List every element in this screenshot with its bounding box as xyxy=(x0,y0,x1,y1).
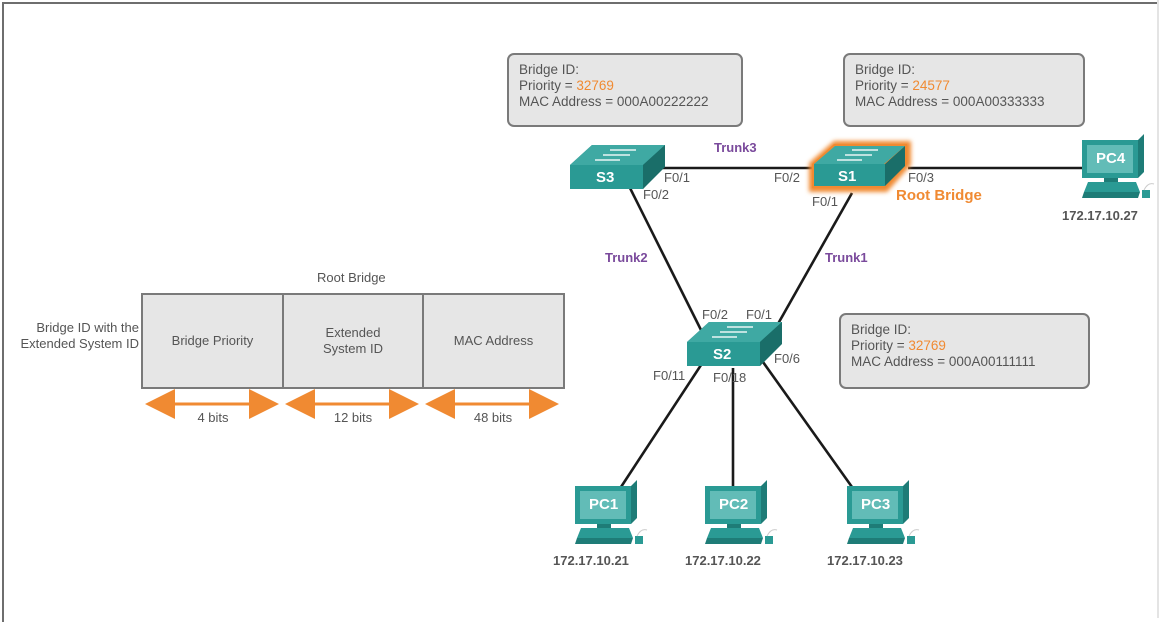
pc-icon[interactable] xyxy=(1082,134,1155,198)
side-label-line1: Bridge ID with the xyxy=(36,320,139,335)
field-bridge-priority: Bridge Priority xyxy=(141,293,284,389)
pc1-label: PC1 xyxy=(589,496,619,513)
field-label-line2: System ID xyxy=(323,341,383,356)
bridge-id-box-s2: Bridge ID: Priority = 32769 MAC Address … xyxy=(839,313,1090,389)
link-s2-pc1 xyxy=(619,361,705,488)
field-extended-system-id: Extended System ID xyxy=(282,293,424,389)
priority-label: Priority = xyxy=(855,78,913,93)
port-label: F0/1 xyxy=(812,194,839,209)
switch-s3-label: S3 xyxy=(596,169,615,186)
port-label: F0/2 xyxy=(774,170,801,185)
bridge-id-heading: Bridge ID: xyxy=(519,62,580,77)
pc1-ip: 172.17.10.21 xyxy=(553,553,629,568)
link-trunk1 xyxy=(768,192,854,339)
port-label: F0/2 xyxy=(643,187,670,202)
field-mac-address: MAC Address xyxy=(422,293,565,389)
trunk2-label: Trunk2 xyxy=(605,250,648,265)
bridge-id-heading: Bridge ID: xyxy=(855,62,916,77)
pc3-label: PC3 xyxy=(861,496,891,513)
priority-value: 32769 xyxy=(576,78,614,93)
mac-line: MAC Address = 000A00222222 xyxy=(519,94,709,109)
mac-line: MAC Address = 000A00333333 xyxy=(855,94,1045,109)
switch-s2-label: S2 xyxy=(713,346,732,363)
switch-icon[interactable] xyxy=(570,145,665,189)
trunk3-label: Trunk3 xyxy=(714,140,757,155)
pc4-label: PC4 xyxy=(1096,150,1126,167)
priority-value: 32769 xyxy=(908,338,946,353)
port-label: F0/3 xyxy=(908,170,935,185)
priority-label: Priority = xyxy=(519,78,577,93)
pc-icon[interactable] xyxy=(847,480,920,544)
field-label: Bridge Priority xyxy=(171,333,254,348)
pc2-ip: 172.17.10.22 xyxy=(685,553,761,568)
pc3-ip: 172.17.10.23 xyxy=(827,553,903,568)
link-trunk2 xyxy=(628,187,707,339)
pc-icon[interactable] xyxy=(575,480,648,544)
pc2-label: PC2 xyxy=(719,496,749,513)
side-label-line2: Extended System ID xyxy=(20,336,140,351)
priority-value: 24577 xyxy=(912,78,950,93)
port-label: F0/11 xyxy=(653,368,686,383)
port-label: F0/1 xyxy=(746,307,773,322)
priority-line: Priority = 32769 xyxy=(851,338,1078,354)
bits-label-mac: 48 bits xyxy=(473,410,513,425)
root-bridge-label: Root Bridge xyxy=(896,187,982,204)
switch-s1-label: S1 xyxy=(838,168,857,185)
frame-edge xyxy=(1157,0,1159,618)
field-label: MAC Address xyxy=(453,333,534,348)
bits-label-extended: 12 bits xyxy=(333,410,373,425)
root-switch-icon[interactable] xyxy=(809,141,911,192)
port-label: F0/18 xyxy=(713,370,747,385)
switch-icon[interactable] xyxy=(687,322,782,366)
bridge-id-format-title: Root Bridge xyxy=(317,270,386,285)
pc4-ip: 172.17.10.27 xyxy=(1062,208,1138,223)
bits-label-priority: 4 bits xyxy=(197,410,229,425)
field-label-line1: Extended xyxy=(325,325,381,340)
port-label: F0/2 xyxy=(702,307,729,322)
pc-icon[interactable] xyxy=(705,480,778,544)
port-label: F0/1 xyxy=(664,170,691,185)
bridge-id-box-s3: Bridge ID: Priority = 32769 MAC Address … xyxy=(507,53,743,127)
bridge-id-heading: Bridge ID: xyxy=(851,322,912,337)
link-s2-pc3 xyxy=(761,361,854,488)
bridge-id-box-s1: Bridge ID: Priority = 24577 MAC Address … xyxy=(843,53,1085,127)
priority-line: Priority = 32769 xyxy=(519,78,731,94)
priority-line: Priority = 24577 xyxy=(855,78,1073,94)
priority-label: Priority = xyxy=(851,338,909,353)
mac-line: MAC Address = 000A00111111 xyxy=(851,354,1036,369)
bridge-id-side-label: Bridge ID with the Extended System ID xyxy=(21,320,140,352)
trunk1-label: Trunk1 xyxy=(825,250,868,265)
port-label: F0/6 xyxy=(774,351,801,366)
